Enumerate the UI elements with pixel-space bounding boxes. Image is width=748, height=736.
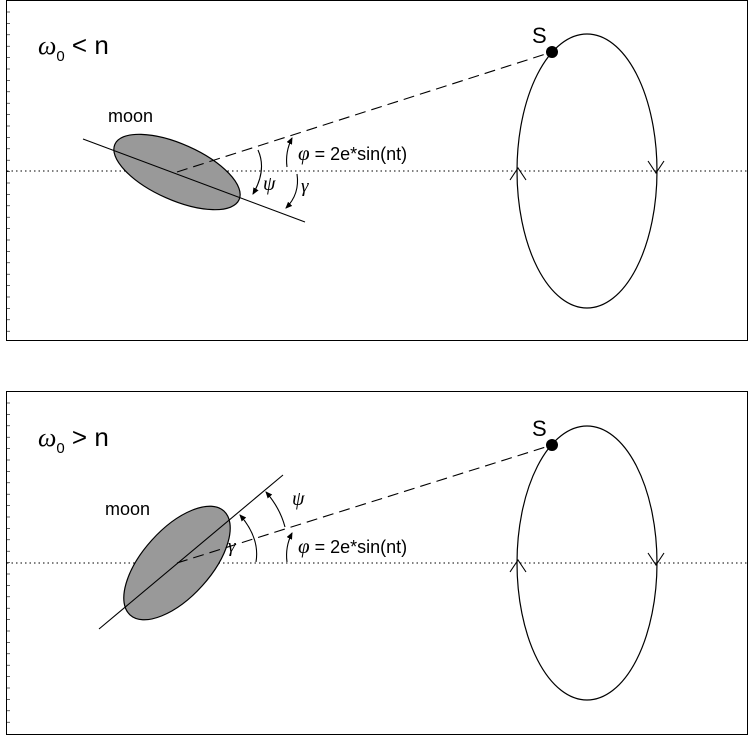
phi-arc [286,137,293,168]
moon-label: moon [105,499,150,519]
condition-label: ω0 > n [38,422,109,457]
panel-bottom: ω0 > n moon S γ ψ φ = 2e*sin(nt) [6,391,748,735]
condition-label: ω0 < n [38,30,109,65]
moon-long-axis [82,138,306,223]
spacecraft-label: S [532,416,547,441]
psi-arc [265,491,286,528]
phi-label: φ = 2e*sin(nt) [298,141,407,165]
orbit-arrow-left [509,559,527,573]
psi-label: ψ [263,173,276,195]
gamma-label: γ [228,536,236,557]
moon-long-axis [98,474,284,630]
spacecraft-dot [546,46,558,58]
spacecraft-dot [546,439,558,451]
orbit-arrow-left [509,167,527,181]
moon-label: moon [108,106,153,126]
line-to-spacecraft [176,444,553,564]
psi-label: ψ [292,488,305,510]
spacecraft-label: S [532,23,547,48]
orbit-arrow-right [647,552,665,566]
phi-label: φ = 2e*sin(nt) [298,534,407,558]
orbit-arrow-right [647,160,665,174]
panel-top: ω0 < n moon S ψ φ = 2e*sin(nt) γ [6,0,748,341]
phi-arc [286,532,293,563]
line-to-spacecraft [176,51,553,173]
gamma-arc [239,514,258,563]
tick-marks-left [7,402,10,723]
gamma-arc [285,173,299,209]
tick-marks-left [7,11,10,332]
gamma-label: γ [301,176,309,197]
psi-arc [252,149,263,195]
